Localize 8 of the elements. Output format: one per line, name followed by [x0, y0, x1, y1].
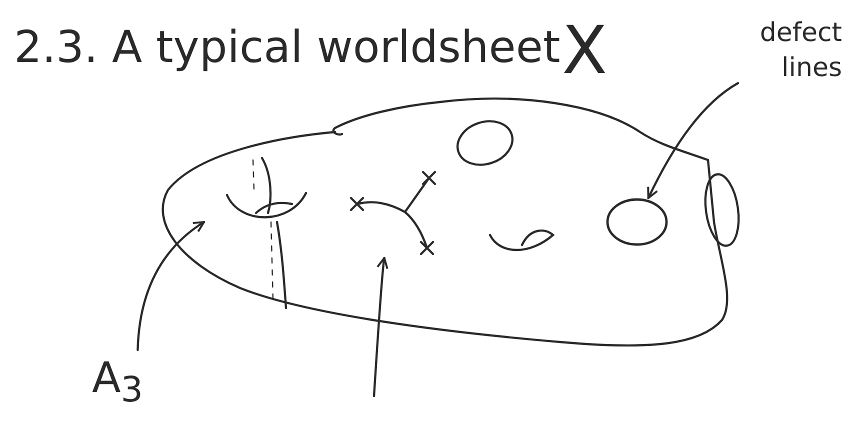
arrow: [647, 82, 740, 200]
title: 2.3. A typical worldsheet: [14, 22, 560, 75]
defect-circle: [606, 198, 668, 246]
annotation-text: A$_{3}$: [92, 350, 182, 415]
variable-label: X: [562, 18, 608, 84]
arrow: [372, 256, 389, 398]
annotation-text: defect lines: [738, 16, 842, 86]
arrow: [136, 220, 206, 352]
